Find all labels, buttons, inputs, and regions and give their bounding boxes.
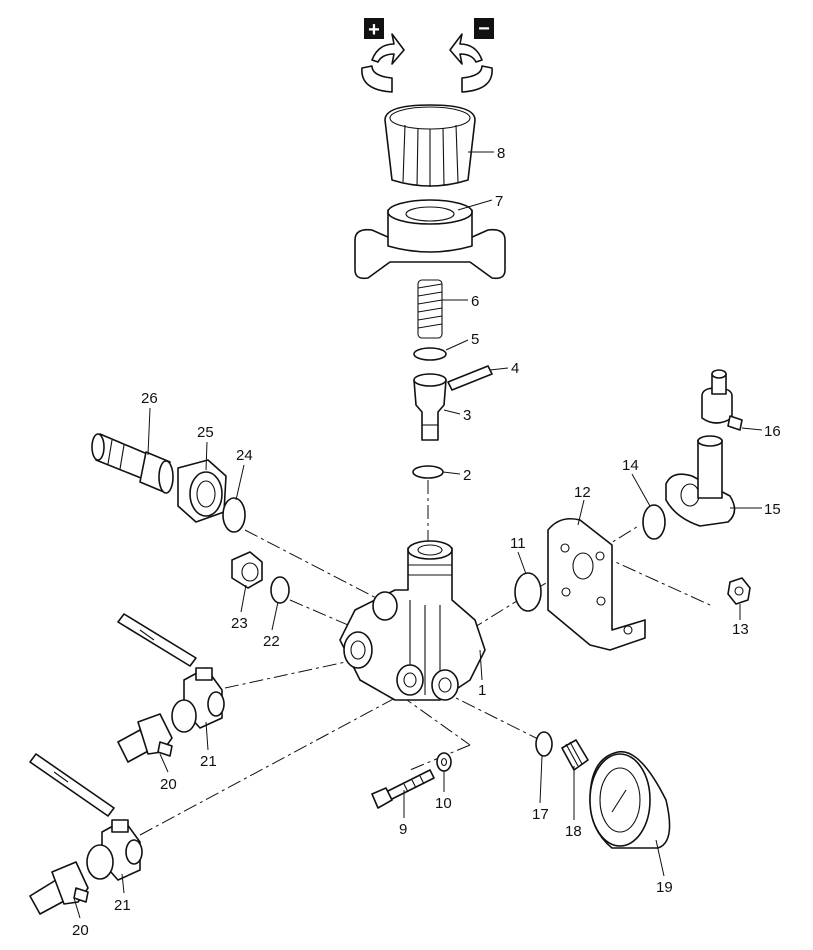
part-5-o-ring [413, 347, 447, 361]
callout-16: 16 [764, 423, 781, 440]
axis-gauge [439, 689, 541, 741]
part-12-mounting-bracket [547, 517, 646, 651]
axis-valve-lower [139, 689, 411, 836]
part-16-hose-connector [701, 369, 743, 431]
callout-25: 25 [197, 424, 214, 441]
minus-sign-label: − [478, 18, 490, 40]
part-23-plug [231, 551, 263, 589]
part-10-washer [436, 752, 452, 772]
callout-26: 26 [141, 390, 158, 407]
part-3-valve-piston [413, 373, 447, 441]
callout-2: 2 [463, 467, 471, 484]
callout-4: 4 [511, 360, 519, 377]
callout-10: 10 [435, 795, 452, 812]
rotate-counterclockwise-arrow-icon [461, 65, 493, 93]
part-15-outlet-flange [665, 435, 736, 527]
part-13-nut [727, 577, 751, 605]
callout-24: 24 [236, 447, 253, 464]
part-8-knob [384, 104, 476, 187]
axis-bolt [399, 694, 471, 746]
rotate-arrow-head-minus [449, 33, 483, 65]
callout-7: 7 [495, 193, 503, 210]
part-11-o-ring [514, 572, 542, 612]
callout-21-lower: 21 [114, 897, 131, 914]
part-6-spring [417, 279, 443, 339]
part-18-gauge-adapter [561, 739, 589, 771]
part-17-seal-ring [535, 731, 553, 757]
part-20-hose-tail-lower [29, 861, 89, 915]
part-21-ball-valve-upper [117, 613, 225, 733]
callout-13: 13 [732, 621, 749, 638]
part-2-o-ring [412, 465, 444, 479]
plus-sign-label: + [368, 19, 380, 41]
part-1-valve-body [339, 540, 486, 701]
adjust-direction-minus: − [449, 18, 494, 93]
adjust-direction-plus: + [361, 18, 405, 93]
callout-23: 23 [231, 615, 248, 632]
callout-17: 17 [532, 806, 549, 823]
callout-6: 6 [471, 293, 479, 310]
axis-plug [289, 599, 356, 629]
callout-20-upper: 20 [160, 776, 177, 793]
part-20-hose-tail-upper [117, 713, 173, 763]
part-24-o-ring [222, 497, 246, 533]
part-19-pressure-gauge [589, 751, 671, 849]
axis-outlet [469, 524, 641, 631]
axis-nut [599, 554, 711, 606]
part-14-o-ring [642, 504, 666, 540]
callout-9: 9 [399, 821, 407, 838]
callout-22: 22 [263, 633, 280, 650]
callout-1: 1 [478, 682, 486, 699]
callout-5: 5 [471, 331, 479, 348]
callout-8: 8 [497, 145, 505, 162]
part-21-ball-valve-lower [29, 753, 143, 881]
assembly-axes [139, 480, 711, 836]
part-4-pin [447, 365, 493, 391]
rotate-arrow-head-plus [371, 33, 405, 65]
part-22-seal-ring [270, 576, 290, 604]
axis-valve-upper [224, 659, 356, 689]
callout-14: 14 [622, 457, 639, 474]
callout-20-lower: 20 [72, 922, 89, 939]
plus-sign-box [364, 18, 384, 39]
callout-3: 3 [463, 407, 471, 424]
callout-11: 11 [510, 535, 526, 552]
callout-19: 19 [656, 879, 673, 896]
callout-numbers: 8 7 6 5 4 3 2 26 25 24 23 22 1 11 12 13 … [72, 145, 781, 939]
part-9-bolt [371, 769, 435, 809]
callout-15: 15 [764, 501, 781, 518]
leader-lines [73, 151, 763, 919]
part-26-hose-nipple [91, 433, 174, 494]
axis-port-left-upper [244, 529, 381, 601]
minus-sign-box [474, 18, 494, 39]
rotate-clockwise-arrow-icon [361, 65, 393, 93]
callout-18: 18 [565, 823, 582, 840]
callout-12: 12 [574, 484, 591, 501]
part-25-union-nut [177, 459, 227, 523]
part-7-adjust-base [354, 199, 506, 280]
callout-21-upper: 21 [200, 753, 217, 770]
